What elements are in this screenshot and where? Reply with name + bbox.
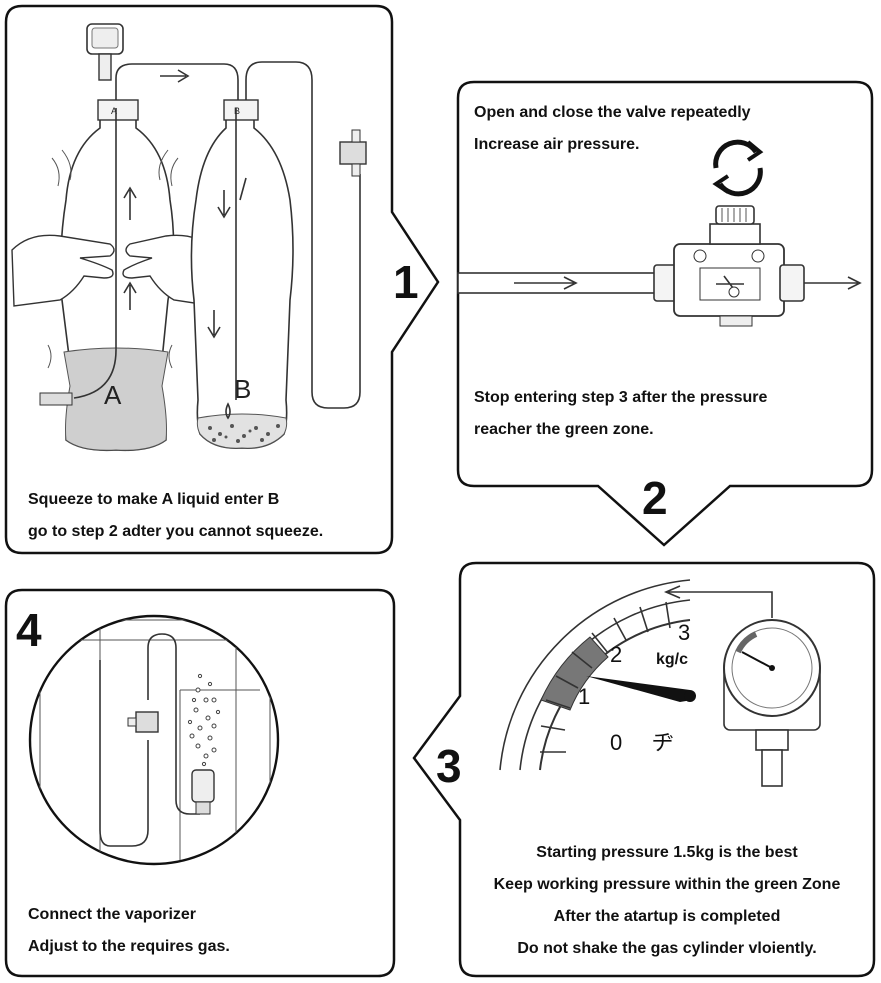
flow-arrow-in: [514, 276, 578, 290]
gauge-tick-0: 0: [610, 730, 622, 755]
aquarium-closeup: [28, 614, 280, 866]
rotate-icon: [712, 139, 764, 197]
step-1-caption-line-2: go to step 2 adter you cannot squeeze.: [28, 523, 323, 540]
step-3-number: 3: [436, 740, 462, 792]
flow-arrow-out: [804, 276, 862, 290]
tube-b-outlet: [245, 61, 361, 409]
gauge-char: ヂ: [652, 730, 674, 755]
gauge-needle: [586, 676, 692, 702]
panel-step-4: 4 C: [4, 588, 396, 978]
green-zone-band: [540, 636, 609, 711]
bottle-a: A A: [39, 99, 179, 452]
pressure-gauge-icon: [723, 619, 821, 787]
step-3-caption-line-1: Starting pressure 1.5kg is the best: [536, 844, 798, 861]
step-2-number: 2: [642, 472, 668, 524]
bottle-b-label: B: [234, 374, 251, 404]
step-2-top-line-2: Increase air pressure.: [474, 136, 639, 153]
gauge-tick-2: 2: [610, 642, 622, 667]
needle-valve-icon: [653, 205, 805, 327]
tube-a-to-b: [115, 63, 239, 100]
gauge-tick-3: 3: [678, 620, 690, 645]
step-3-caption-line-4: Do not shake the gas cylinder vloiently.: [517, 940, 816, 957]
step-1-caption-line-1: Squeeze to make A liquid enter B: [28, 491, 279, 508]
bottle-a-label: A: [104, 380, 122, 410]
step-2-bottom-line-2: reacher the green zone.: [474, 421, 654, 438]
flow-arrow-right: [160, 69, 190, 83]
gauge-closeup: 0 1 2 3 kg/c ヂ: [499, 579, 696, 771]
check-valve-icon: [339, 129, 367, 177]
step-2-bottom-line-1: Stop entering step 3 after the pressure: [474, 389, 768, 406]
step-3-caption-line-3: After the atartup is completed: [554, 908, 781, 925]
step-4-caption-line-2: Adjust to the requires gas.: [28, 938, 230, 955]
panel-step-2: 2 Open and close the valve repeatedly In…: [456, 80, 874, 547]
bottle-a-liquid: [63, 347, 169, 451]
step-1-number: 1: [393, 256, 419, 308]
bottle-b: B B: [190, 99, 294, 450]
cap-a-label: A: [111, 106, 117, 116]
step-4-caption-line-1: Connect the vaporizer: [28, 906, 196, 923]
gauge-icon: [86, 23, 124, 81]
gauge-tick-1: 1: [578, 684, 590, 709]
cap-b-label: B: [234, 106, 240, 116]
bottle-b-liquid: [196, 413, 288, 449]
step-4-number: 4: [16, 604, 42, 656]
panel-step-1: 1 A A: [4, 4, 440, 555]
gauge-unit-label: kg/c: [656, 651, 688, 668]
step-3-caption-line-2: Keep working pressure within the green Z…: [494, 876, 841, 893]
step-2-top-line-1: Open and close the valve repeatedly: [474, 104, 751, 121]
panel-step-3: 3 0 1 2 3 kg/c ヂ: [412, 561, 876, 978]
